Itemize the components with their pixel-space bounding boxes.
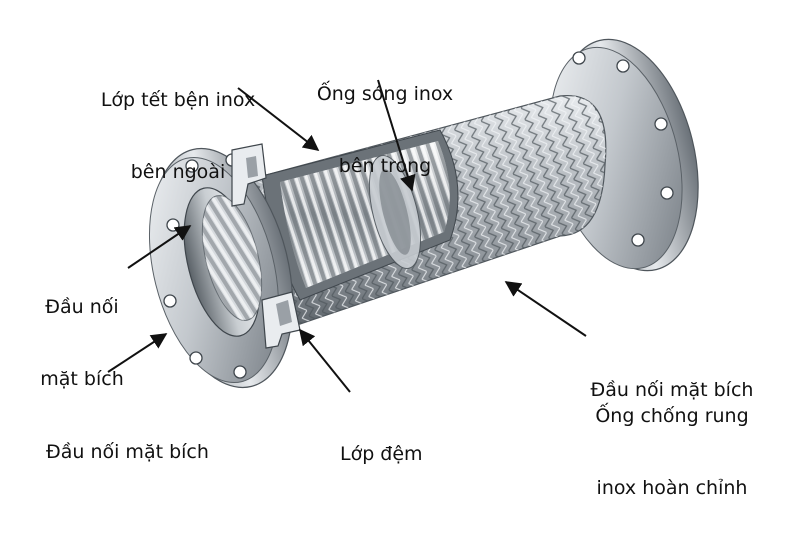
left-flange — [148, 143, 301, 389]
label-inner-corrugated: Ống sóng inox bên trong — [300, 34, 470, 226]
label-inner-corrugated-line1: Ống sóng inox — [316, 83, 454, 105]
arrow-outer-braid — [237, 87, 320, 151]
hose-illustration — [107, 38, 699, 393]
label-assembly-line1: Ống chống rung — [595, 405, 749, 427]
label-left-flange-mid-line1: Đầu nối — [45, 296, 119, 318]
callout-arrows — [107, 79, 587, 393]
arrow-inner-corrugated — [377, 79, 416, 192]
arrow-left-flange-mid — [127, 225, 192, 269]
arrow-left-flange-bottom — [107, 333, 168, 373]
label-outer-braid-line2: bên ngoài — [130, 161, 226, 183]
label-assembly-line2: inox hoàn chỉnh — [596, 477, 748, 499]
label-left-flange-bottom-line1: Đầu nối mặt bích — [46, 441, 209, 463]
label-right-flange-line1: Đầu nối mặt bích — [590, 379, 754, 401]
label-outer-braid: Lớp tết bện inox bên ngoài — [78, 40, 278, 232]
label-inner-corrugated-line2: bên trong — [338, 155, 432, 177]
cutaway-corrugated-tube — [261, 129, 459, 301]
arrow-right-flange — [504, 281, 587, 337]
label-gasket: Lớp đệm — [340, 394, 423, 514]
label-assembly: Ống chống rung inox hoàn chỉnh — [572, 356, 772, 548]
label-outer-braid-line1: Lớp tết bện inox — [100, 89, 256, 111]
diagram-canvas: Lớp tết bện inox bên ngoài Ống sóng inox… — [28, 34, 753, 499]
label-right-flange: Đầu nối mặt bích — [572, 330, 772, 450]
label-left-flange-bottom: Đầu nối mặt bích — [46, 392, 209, 512]
arrow-gasket — [298, 328, 351, 393]
label-gasket-line1: Lớp đệm — [340, 443, 423, 465]
label-left-flange-mid: Đầu nối mặt bích — [28, 247, 136, 439]
label-left-flange-mid-line2: mặt bích — [40, 368, 124, 390]
